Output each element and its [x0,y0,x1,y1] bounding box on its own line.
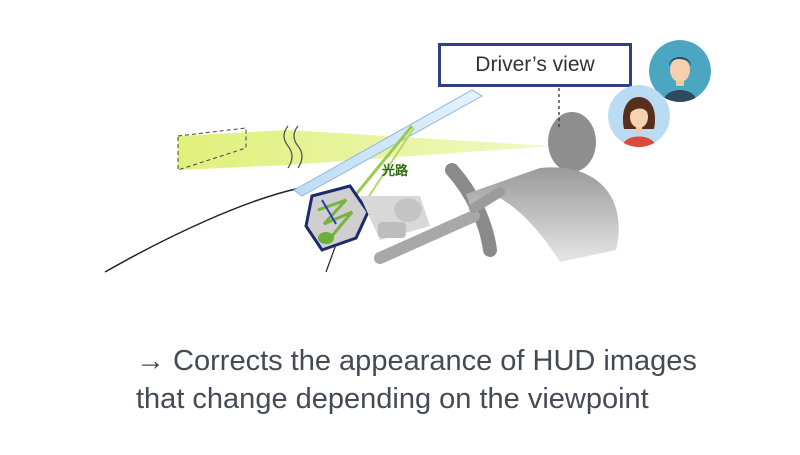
windshield [293,89,483,197]
dashboard [360,196,430,240]
hud-unit-icon [304,184,370,252]
car-body-outline [104,187,301,273]
drivers-view-text: Driver’s view [475,53,595,76]
drivers-view-label: Driver’s view [438,43,632,87]
beam-break-mark [283,125,303,169]
female-avatar-icon [608,85,670,147]
optical-path-label: 光路 [382,164,409,179]
driver-silhouette [466,112,619,262]
male-avatar-icon [649,40,711,102]
caption: → Corrects the appearance of HUD images … [136,342,776,418]
caption-line-1: → Corrects the appearance of HUD images [136,345,697,377]
caption-line-2: that change depending on the viewpoint [136,383,649,415]
virtual-image-plane [177,127,247,171]
